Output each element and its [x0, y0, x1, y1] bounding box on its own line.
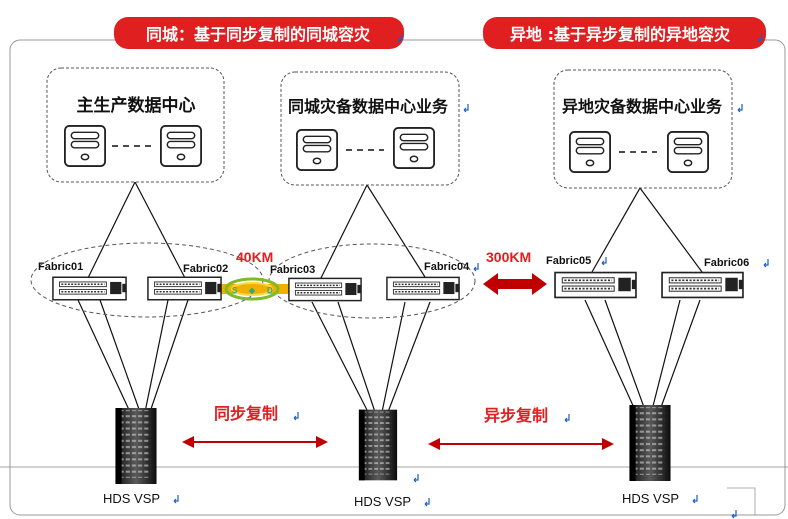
- site-remote-title: 异地灾备数据中心业务: [562, 97, 723, 116]
- paragraph-mark-icon: [564, 413, 570, 423]
- switch-icon: [554, 271, 637, 299]
- server-icon: [64, 125, 106, 167]
- site-same-city: 同城灾备数据中心业务: [280, 71, 469, 186]
- async-fabric-arrow: [483, 273, 547, 295]
- server-icon: [296, 129, 338, 171]
- async-replication-label: 异步复制: [484, 406, 548, 425]
- sync-replication-arrow: [182, 436, 328, 448]
- paragraph-mark-icon: [424, 497, 430, 507]
- svg-text:◆: ◆: [248, 286, 256, 295]
- server-icon: [667, 131, 709, 173]
- switch-icon: [386, 276, 460, 301]
- storage-label-right: HDS VSP: [622, 491, 679, 506]
- paragraph-mark-icon: [763, 258, 769, 268]
- banner-left-text: 同城：基于同步复制的同城容灾: [146, 25, 371, 44]
- distance-300km: 300KM: [486, 249, 531, 265]
- switch-icon: [147, 276, 222, 301]
- svg-text:S: S: [232, 286, 238, 295]
- fabric-label-6: Fabric06: [704, 257, 749, 269]
- upper-links: [87, 181, 703, 281]
- site-main: 主生产数据中心: [46, 67, 225, 183]
- async-replication-arrow: [428, 438, 614, 450]
- banner-right: 异地 :基于异步复制的异地容灾: [483, 17, 766, 49]
- switch-icon: [52, 276, 127, 301]
- storage-label-middle: HDS VSP: [354, 494, 411, 509]
- paragraph-mark-icon: [692, 494, 698, 504]
- switch-icon: [661, 271, 744, 299]
- storage-array-icon: [115, 408, 157, 484]
- fabric-label-3: Fabric03: [270, 264, 315, 276]
- site-same-city-title: 同城灾备数据中心业务: [288, 97, 449, 116]
- distance-40km: 40KM: [236, 249, 273, 265]
- server-icon: [160, 125, 202, 167]
- fabric-label-1: Fabric01: [38, 261, 83, 273]
- storage-array-icon: [358, 409, 398, 481]
- fiber-link-40km: S ◆ D: [210, 277, 300, 301]
- paragraph-mark-icon: [737, 103, 743, 113]
- sync-replication-label: 同步复制: [214, 404, 278, 423]
- fabric-label-4: Fabric04: [424, 261, 470, 273]
- paragraph-mark-icon: [293, 411, 299, 421]
- server-icon: [393, 127, 435, 169]
- paragraph-mark-icon: [473, 262, 479, 272]
- site-remote: 异地灾备数据中心业务: [553, 69, 743, 189]
- lower-links: [77, 299, 701, 413]
- paragraph-mark-icon: [413, 473, 419, 483]
- storage-array-icon: [629, 405, 671, 481]
- switch-icon: [288, 277, 362, 302]
- server-icon: [569, 131, 611, 173]
- paragraph-mark-icon: [463, 103, 469, 113]
- corner-frame: [727, 487, 756, 515]
- svg-text:D: D: [267, 286, 273, 295]
- site-main-title: 主生产数据中心: [77, 95, 196, 116]
- paragraph-mark-icon: [173, 494, 179, 504]
- banner-left: 同城：基于同步复制的同城容灾: [114, 17, 404, 49]
- paragraph-mark-icon: [731, 509, 737, 519]
- paragraph-mark-icon: [601, 256, 607, 266]
- banner-right-text: 异地 :基于异步复制的异地容灾: [510, 25, 731, 44]
- storage-label-left: HDS VSP: [103, 491, 160, 506]
- fabric-label-2: Fabric02: [183, 263, 228, 275]
- fabric-label-5: Fabric05: [546, 255, 591, 267]
